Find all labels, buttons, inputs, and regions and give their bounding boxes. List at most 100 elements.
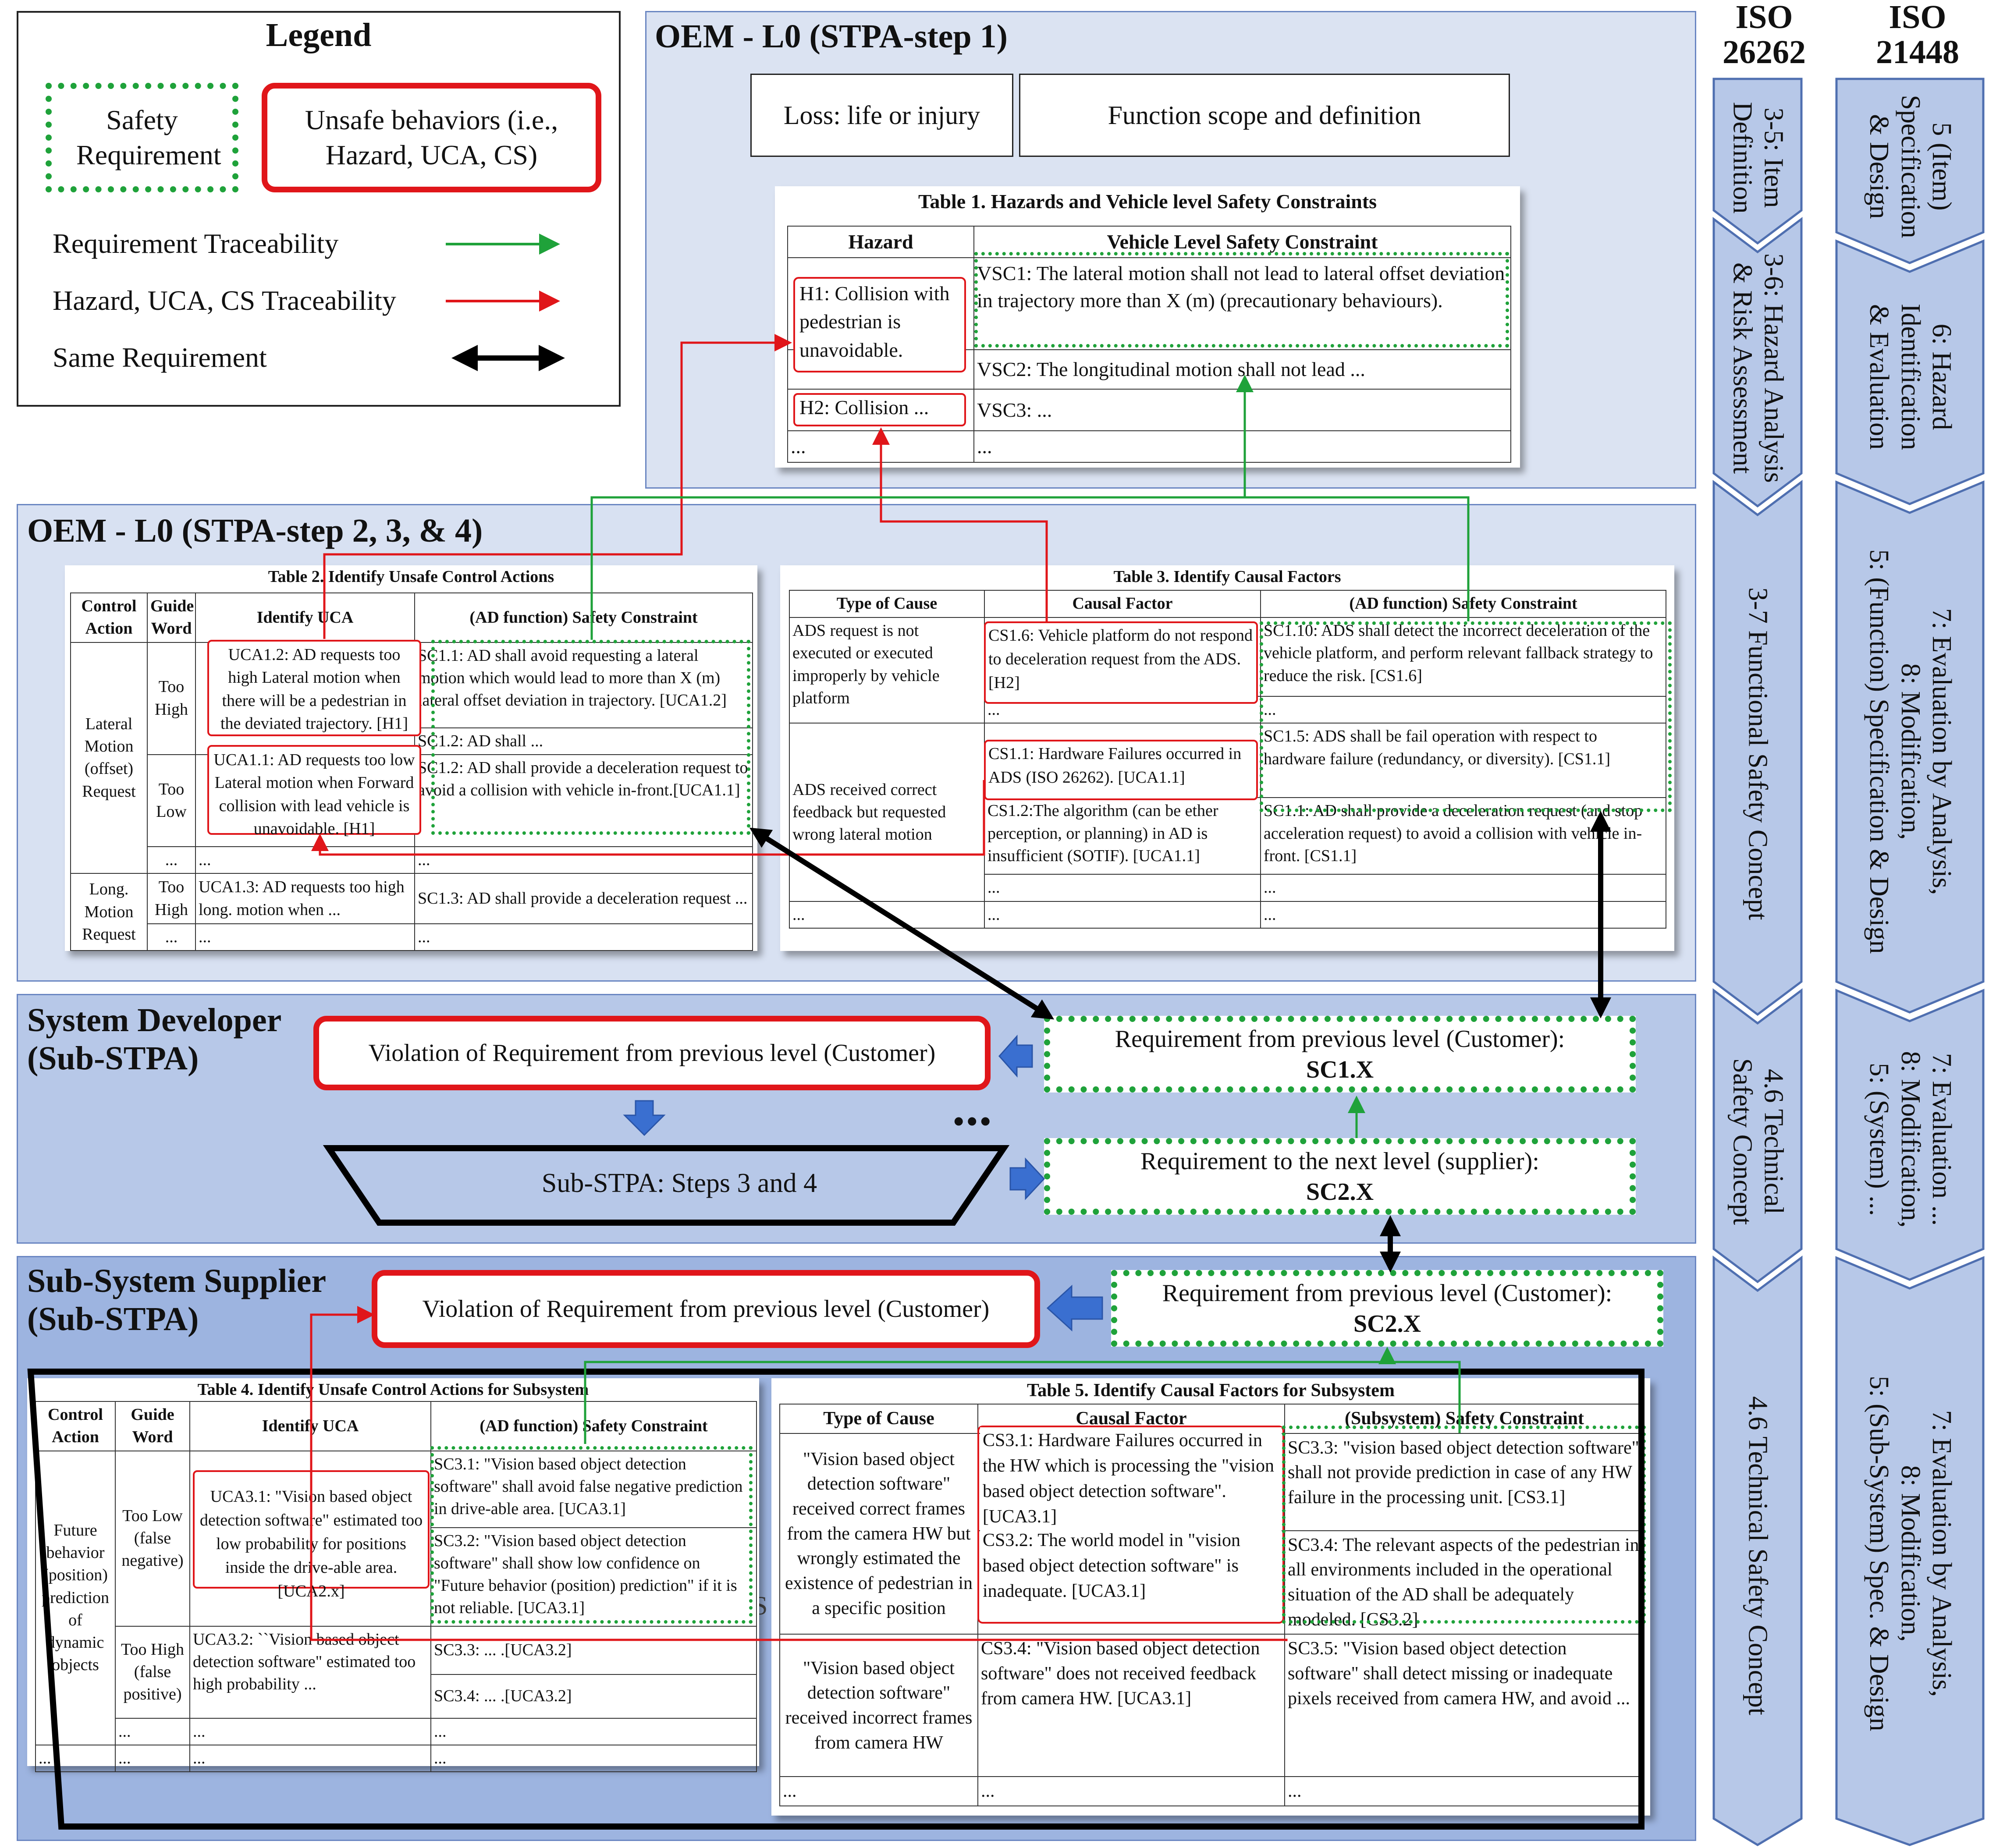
table3-header-type: Type of Cause bbox=[789, 590, 985, 618]
sysdev-violation-label: Violation of Requirement from previous l… bbox=[368, 1039, 936, 1067]
table4-title: Table 4. Identify Unsafe Control Actions… bbox=[197, 1380, 589, 1399]
table4-header-sc: (AD function) Safety Constraint bbox=[430, 1401, 757, 1451]
table5-cs31: CS3.1: Hardware Failures occurred in the… bbox=[980, 1427, 1282, 1527]
iso21448-stage4-label: 7: Evaluation ... 8: Modification, 5: (S… bbox=[1863, 1051, 1957, 1228]
table2-header-control-action: Control Action bbox=[70, 592, 148, 643]
legend-hazard-traceability-label: Hazard, UCA, CS Traceability bbox=[53, 285, 396, 316]
table4-gw-high: Too High (false positive) bbox=[115, 1625, 190, 1719]
table2-uca12-redbox: UCA1.2: AD requests too high Lateral mot… bbox=[207, 640, 421, 736]
iso26262-stage2-label: 3-6: Hazard Analysis & Risk Assessment bbox=[1727, 253, 1789, 483]
sub-supplier-title-line1: Sub-System Supplier bbox=[27, 1263, 327, 1299]
supplier-req-prev-label: Requirement from previous level (Custome… bbox=[1162, 1279, 1613, 1307]
table4-ca: Future behavior (position) prediction of… bbox=[35, 1450, 116, 1745]
table2-dots-1: ... bbox=[147, 846, 196, 874]
table3-header-sc: (AD function) Safety Constraint bbox=[1260, 590, 1666, 618]
table4-dots-3: ... bbox=[430, 1717, 757, 1745]
table2-header-guide-word: Guide Word bbox=[147, 592, 196, 643]
iso21448-stage4-line1: 7: Evaluation ... bbox=[1926, 1053, 1957, 1226]
sysdev-req-prev-label: Requirement from previous level (Custome… bbox=[1115, 1025, 1565, 1053]
table4-dots-6: ... bbox=[189, 1744, 431, 1773]
oem-step234-title: OEM - L0 (STPA-step 2, 3, & 4) bbox=[27, 512, 483, 549]
table3-dots-6: ... bbox=[984, 901, 1261, 929]
table1-vsc3: VSC3: ... bbox=[973, 389, 1511, 432]
table3-cs11-redbox: CS1.1: Hardware Failures occurred in ADS… bbox=[984, 740, 1258, 800]
table3-dots-3: ... bbox=[984, 874, 1261, 902]
iso21448-stage3-line3: 5: (Function) Specification & Design bbox=[1864, 549, 1894, 954]
function-scope-label: Function scope and definition bbox=[1108, 100, 1421, 130]
table2-sc13: SC1.3: AD shall provide a deceleration r… bbox=[414, 873, 753, 925]
iso26262-stage1: 3-5: Item Definition bbox=[1714, 79, 1801, 237]
sub-supplier-title-line2: (Sub-STPA) bbox=[27, 1301, 199, 1338]
table4-sc33: SC3.3: ... .[UCA3.2] bbox=[430, 1625, 757, 1675]
sysdev-req-next-label: Requirement to the next level (supplier)… bbox=[1140, 1147, 1539, 1175]
table5-dots-3: ... bbox=[1284, 1776, 1644, 1807]
table5-type2: "Vision based object detection software"… bbox=[779, 1634, 978, 1777]
legend-requirement-traceability-label: Requirement Traceability bbox=[53, 228, 339, 259]
table2-gw-too-high-2: Too High bbox=[147, 873, 196, 925]
table1-vsc-more: ... bbox=[973, 430, 1511, 463]
sub-stpa-label: Sub-STPA: Steps 3 and 4 bbox=[541, 1168, 817, 1198]
iso21448-stage1-line2: Specification bbox=[1895, 95, 1925, 238]
iso21448-stage5-line3: 5: (Sub-System) Spec. & Design bbox=[1864, 1376, 1894, 1731]
iso21448-stage4-line3: 5: (System) ... bbox=[1864, 1063, 1894, 1216]
table1-title: Table 1. Hazards and Vehicle level Safet… bbox=[918, 190, 1377, 213]
table1-h2-redbox: H2: Collision ... bbox=[793, 393, 966, 426]
table2-dots-2: ... bbox=[195, 846, 415, 874]
table2-dots-6: ... bbox=[414, 923, 753, 951]
table3-cs12: CS1.2:The algorithm (can be ether percep… bbox=[984, 797, 1261, 875]
legend-unsafe-behaviors: Unsafe behaviors (i.e., Hazard, UCA, CS) bbox=[262, 83, 601, 192]
legend-same-requirement-label: Same Requirement bbox=[53, 342, 267, 373]
table1-h2: H2: Collision ... bbox=[799, 396, 929, 419]
table3-cs16-redbox: CS1.6: Vehicle platform do not respond t… bbox=[984, 621, 1258, 704]
iso21448-stage5-line2: 8: Modification, bbox=[1895, 1465, 1925, 1642]
iso26262-stage5-label: 4.6 Technical Safety Concept bbox=[1743, 1396, 1773, 1715]
supplier-req-prev-box: Requirement from previous level (Custome… bbox=[1111, 1270, 1663, 1347]
sysdev-violation-box: Violation of Requirement from previous l… bbox=[313, 1016, 991, 1090]
sysdev-ellipsis: ••• bbox=[953, 1105, 994, 1139]
table4-sc-greenbox bbox=[430, 1446, 753, 1624]
iso21448-title-line1: ISO bbox=[1889, 0, 1946, 35]
sysdev-req-prev-id: SC1.X bbox=[1306, 1056, 1374, 1083]
table2-card: Table 2. Identify Unsafe Control Actions… bbox=[65, 565, 757, 951]
iso26262-stage4-label: 4.6 Technical Safety Concept bbox=[1727, 1058, 1789, 1225]
iso21448-stage2-line1: 6: Hazard bbox=[1926, 323, 1957, 430]
system-developer-title-line1: System Developer bbox=[27, 1002, 282, 1039]
table4-uca31-redbox: UCA3.1: "Vision based object detection s… bbox=[193, 1470, 430, 1600]
iso26262-stage2: 3-6: Hazard Analysis & Risk Assessment bbox=[1714, 245, 1801, 491]
table3-sc110: SC1.10: ADS shall detect the incorrect d… bbox=[1260, 617, 1666, 697]
sysdev-req-next-box: Requirement to the next level (supplier)… bbox=[1044, 1138, 1636, 1215]
table2-header-sc: (AD function) Safety Constraint bbox=[414, 592, 753, 643]
table4-gw-low: Too Low (false negative) bbox=[115, 1450, 190, 1627]
system-developer-title: System Developer (Sub-STPA) bbox=[27, 1001, 281, 1078]
table4-sc34: SC3.4: ... .[UCA3.2] bbox=[430, 1674, 757, 1719]
table2-uca11-redbox: UCA1.1: AD requests too low Lateral moti… bbox=[207, 745, 421, 838]
table2-uca13: UCA1.3: AD requests too high long. motio… bbox=[195, 873, 415, 925]
table4-dots-2: ... bbox=[189, 1717, 431, 1745]
table1-h1-redbox: H1: Collision with pedestrian is unavoid… bbox=[793, 277, 966, 372]
function-scope-box: Function scope and definition bbox=[1019, 74, 1510, 157]
table3-sc15: SC1.5: ADS shall be fail operation with … bbox=[1260, 723, 1666, 798]
table4-dots-4: ... bbox=[35, 1744, 116, 1773]
iso21448-stage1: 5 (Item) Specification & Design bbox=[1836, 79, 1983, 254]
table1-card: Table 1. Hazards and Vehicle level Safet… bbox=[775, 186, 1520, 468]
table5-cs34: CS3.4: "Vision based object detection so… bbox=[977, 1634, 1285, 1777]
table1-h1: H1: Collision with pedestrian is unavoid… bbox=[799, 282, 950, 361]
legend: Legend Safety Requirement Unsafe behavio… bbox=[17, 11, 621, 407]
iso21448-stage5-line1: 7: Evaluation by Analysis, bbox=[1926, 1410, 1957, 1697]
legend-unsafe-behaviors-label: Unsafe behaviors (i.e., Hazard, UCA, CS) bbox=[305, 104, 558, 170]
iso21448-stage5-label: 7: Evaluation by Analysis, 8: Modificati… bbox=[1863, 1376, 1957, 1731]
iso26262-stage4: 4.6 Technical Safety Concept bbox=[1714, 1017, 1801, 1266]
iso21448-stage1-line1: 5 (Item) bbox=[1926, 122, 1957, 211]
iso21448-stage2-label: 6: Hazard Identification & Evaluation bbox=[1863, 304, 1957, 450]
table2-ca-lateral: Lateral Motion (offset) Request bbox=[70, 642, 148, 874]
table1-vsc1: VSC1: The lateral motion shall not lead … bbox=[973, 257, 1511, 351]
table2-uca11: UCA1.1: AD requests too low Lateral moti… bbox=[213, 751, 415, 838]
table3-type1: ADS request is not executed or executed … bbox=[789, 617, 985, 724]
supplier-violation-box: Violation of Requirement from previous l… bbox=[372, 1270, 1040, 1348]
table2-uca12: UCA1.2: AD requests too high Lateral mot… bbox=[220, 646, 408, 733]
table4-uca32: UCA3.2: ``Vision based object detection … bbox=[189, 1625, 431, 1719]
table3-dots-4: ... bbox=[1260, 874, 1666, 902]
table2-gw-too-low: Too Low bbox=[147, 754, 196, 847]
iso21448-stage3: 7: Evaluation by Analysis, 8: Modificati… bbox=[1836, 504, 1983, 999]
iso21448-stage2-line2: Identification bbox=[1895, 304, 1925, 450]
